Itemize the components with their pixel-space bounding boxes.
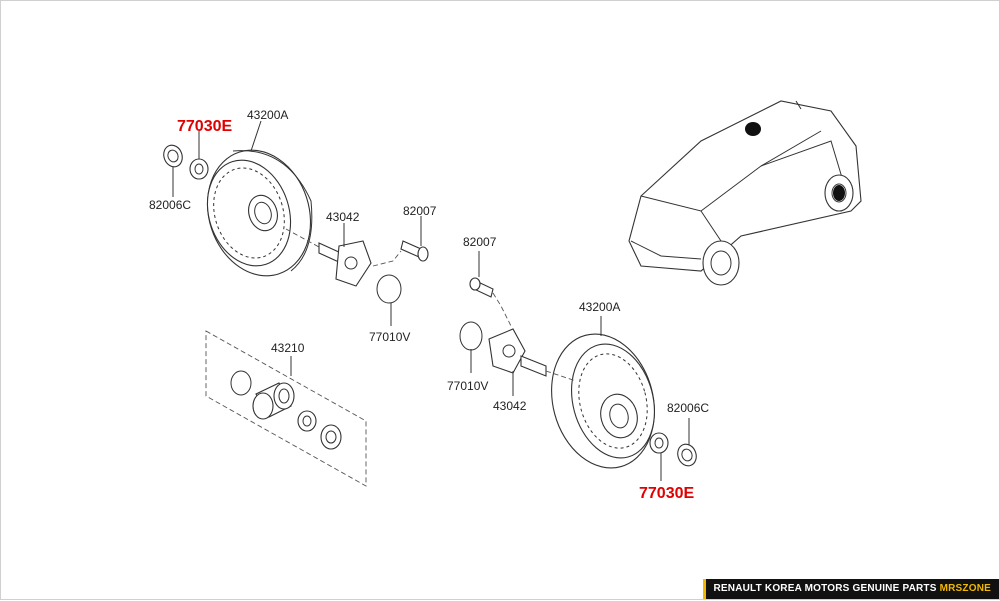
bearing-snap-ring[interactable] — [230, 370, 252, 396]
lower-hub-nut[interactable] — [649, 432, 669, 454]
bearing-nut[interactable] — [297, 410, 317, 432]
footer-brand: MRSZONE — [939, 583, 991, 594]
label-82007-lower[interactable]: 82007 — [463, 235, 497, 249]
label-43042-lower[interactable]: 43042 — [493, 399, 527, 413]
label-43042-upper[interactable]: 43042 — [326, 210, 360, 224]
upper-hub-spindle[interactable] — [318, 240, 372, 287]
label-77030e-lower[interactable]: 77030E — [639, 485, 694, 502]
lower-brake-drum[interactable] — [537, 322, 669, 479]
label-43200a-upper[interactable]: 43200A — [247, 108, 288, 122]
label-43210[interactable]: 43210 — [271, 341, 305, 355]
bearing-cap[interactable] — [320, 424, 342, 450]
vehicle-illustration — [628, 100, 862, 286]
upper-hub-cap[interactable] — [161, 143, 185, 170]
label-77010v-upper[interactable]: 77010V — [369, 330, 410, 344]
lower-hub-spindle[interactable] — [488, 328, 547, 377]
footer-watermark: RENAULT KOREA MOTORS GENUINE PARTS MRSZO… — [702, 579, 999, 599]
upper-bolt[interactable] — [400, 240, 429, 262]
label-82006c-upper[interactable]: 82006C — [149, 198, 191, 212]
label-43200a-lower[interactable]: 43200A — [579, 300, 620, 314]
upper-brake-drum[interactable] — [192, 137, 327, 290]
label-77010v-lower[interactable]: 77010V — [447, 379, 488, 393]
bearing-kit-box — [205, 330, 367, 487]
label-82007-upper[interactable]: 82007 — [403, 204, 437, 218]
footer-text: RENAULT KOREA MOTORS GENUINE PARTS — [713, 583, 937, 594]
label-82006c-lower[interactable]: 82006C — [667, 401, 709, 415]
upper-hub-nut[interactable] — [189, 158, 209, 180]
label-77030e-upper[interactable]: 77030E — [177, 118, 232, 135]
wheel-bearing[interactable] — [252, 382, 295, 420]
lower-bolt[interactable] — [469, 277, 494, 298]
upper-snap-ring[interactable] — [376, 274, 402, 304]
lower-hub-cap[interactable] — [675, 442, 699, 469]
lower-snap-ring[interactable] — [459, 321, 483, 351]
